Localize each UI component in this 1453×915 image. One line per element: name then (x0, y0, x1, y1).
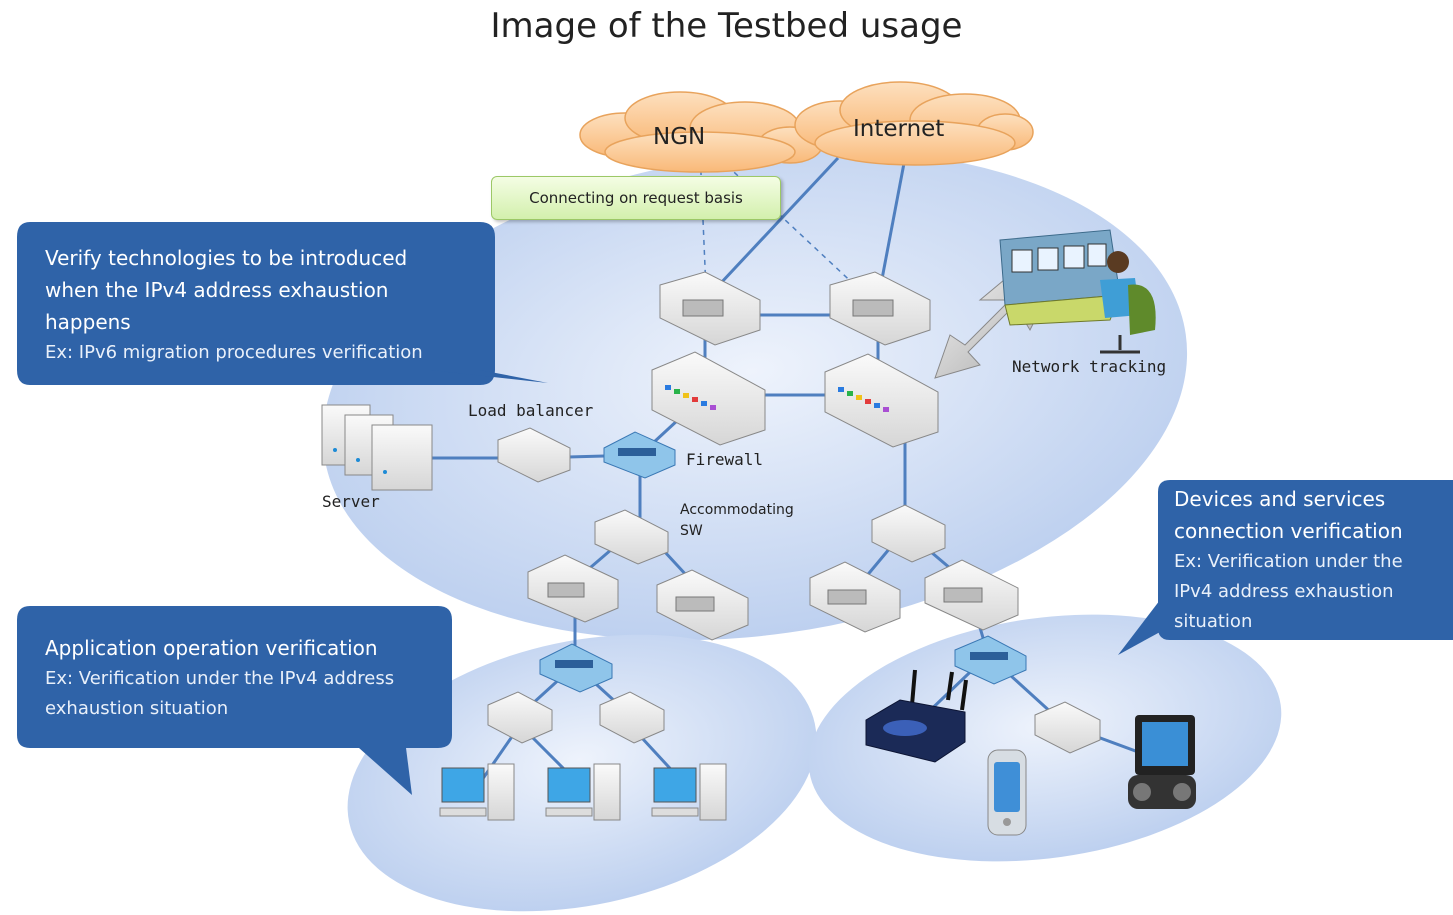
callout-application: Application operation verification Ex: V… (45, 632, 445, 724)
internet-label: Internet (853, 116, 945, 142)
mobile-phone-icon (987, 749, 1027, 836)
load-balancer-icon (497, 427, 571, 483)
firewall-label: Firewall (686, 450, 764, 469)
core-switch-right (824, 353, 939, 448)
network-tracking-label: Network tracking (1012, 357, 1167, 376)
internet-cloud (794, 81, 1034, 166)
server-icon (321, 404, 433, 491)
callout-application-heading: Application operation verification (45, 636, 378, 660)
switch-lower-middle (656, 569, 749, 641)
application-switch-right (599, 691, 665, 744)
firewall-hub-icon (603, 431, 676, 479)
television-icon (1128, 715, 1196, 809)
callout-application-example-2: exhaustion situation (45, 698, 229, 719)
switch-right-small (871, 504, 946, 563)
devices-hub-icon (954, 635, 1027, 685)
pc-icon-2 (545, 763, 621, 821)
callout-devices-bubble (1118, 480, 1453, 655)
switch-right-lower-right (924, 559, 1019, 631)
pc-icon-1 (439, 763, 515, 821)
callout-devices-heading-1: Devices and services (1174, 487, 1386, 511)
callout-verify-example: Ex: IPv6 migration procedures verificati… (45, 342, 423, 363)
callout-devices-example-2: IPv4 address exhaustion (1174, 581, 1394, 602)
switch-right-lower-left (809, 561, 901, 633)
callout-verify-heading-3: happens (45, 310, 131, 334)
callout-verify-heading-1: Verify technologies to be introduced (45, 246, 408, 270)
accommodating-sw-line2: SW (680, 523, 703, 539)
callout-verify-heading-2: when the IPv4 address exhaustion (45, 278, 389, 302)
switch-lower-left (527, 554, 619, 623)
accommodating-sw-line1: Accommodating (680, 502, 794, 518)
callout-application-bubble (17, 606, 452, 795)
accommodating-sw-label: Accommodating SW (680, 500, 794, 542)
application-hub-icon (539, 643, 613, 693)
network-tracking-operator-icon (999, 229, 1156, 354)
server-label: Server (322, 492, 380, 511)
accommodating-switch-icon (594, 509, 669, 565)
core-switch-left (651, 351, 766, 446)
on-request-links (699, 144, 861, 291)
callout-verify-bubble (17, 222, 548, 385)
callout-devices-heading-2: connection verification (1174, 519, 1403, 543)
devices-switch-icon (1034, 701, 1101, 754)
load-balancer-label: Load balancer (468, 401, 594, 420)
callout-devices-example-1: Ex: Verification under the (1174, 551, 1403, 572)
pc-icon-3 (651, 763, 727, 821)
callout-devices: Devices and services connection verifica… (1174, 483, 1449, 637)
router-left (659, 271, 761, 346)
callout-devices-example-3: situation (1174, 611, 1253, 632)
page-title: Image of the Testbed usage (490, 6, 963, 46)
connecting-note: Connecting on request basis (491, 176, 781, 220)
wireless-router-icon (865, 669, 968, 763)
router-right (829, 271, 931, 346)
ngn-label: NGN (653, 124, 706, 150)
callout-verify: Verify technologies to be introduced whe… (45, 242, 485, 368)
application-switch-left (487, 691, 553, 744)
callout-application-example-1: Ex: Verification under the IPv4 address (45, 668, 395, 689)
